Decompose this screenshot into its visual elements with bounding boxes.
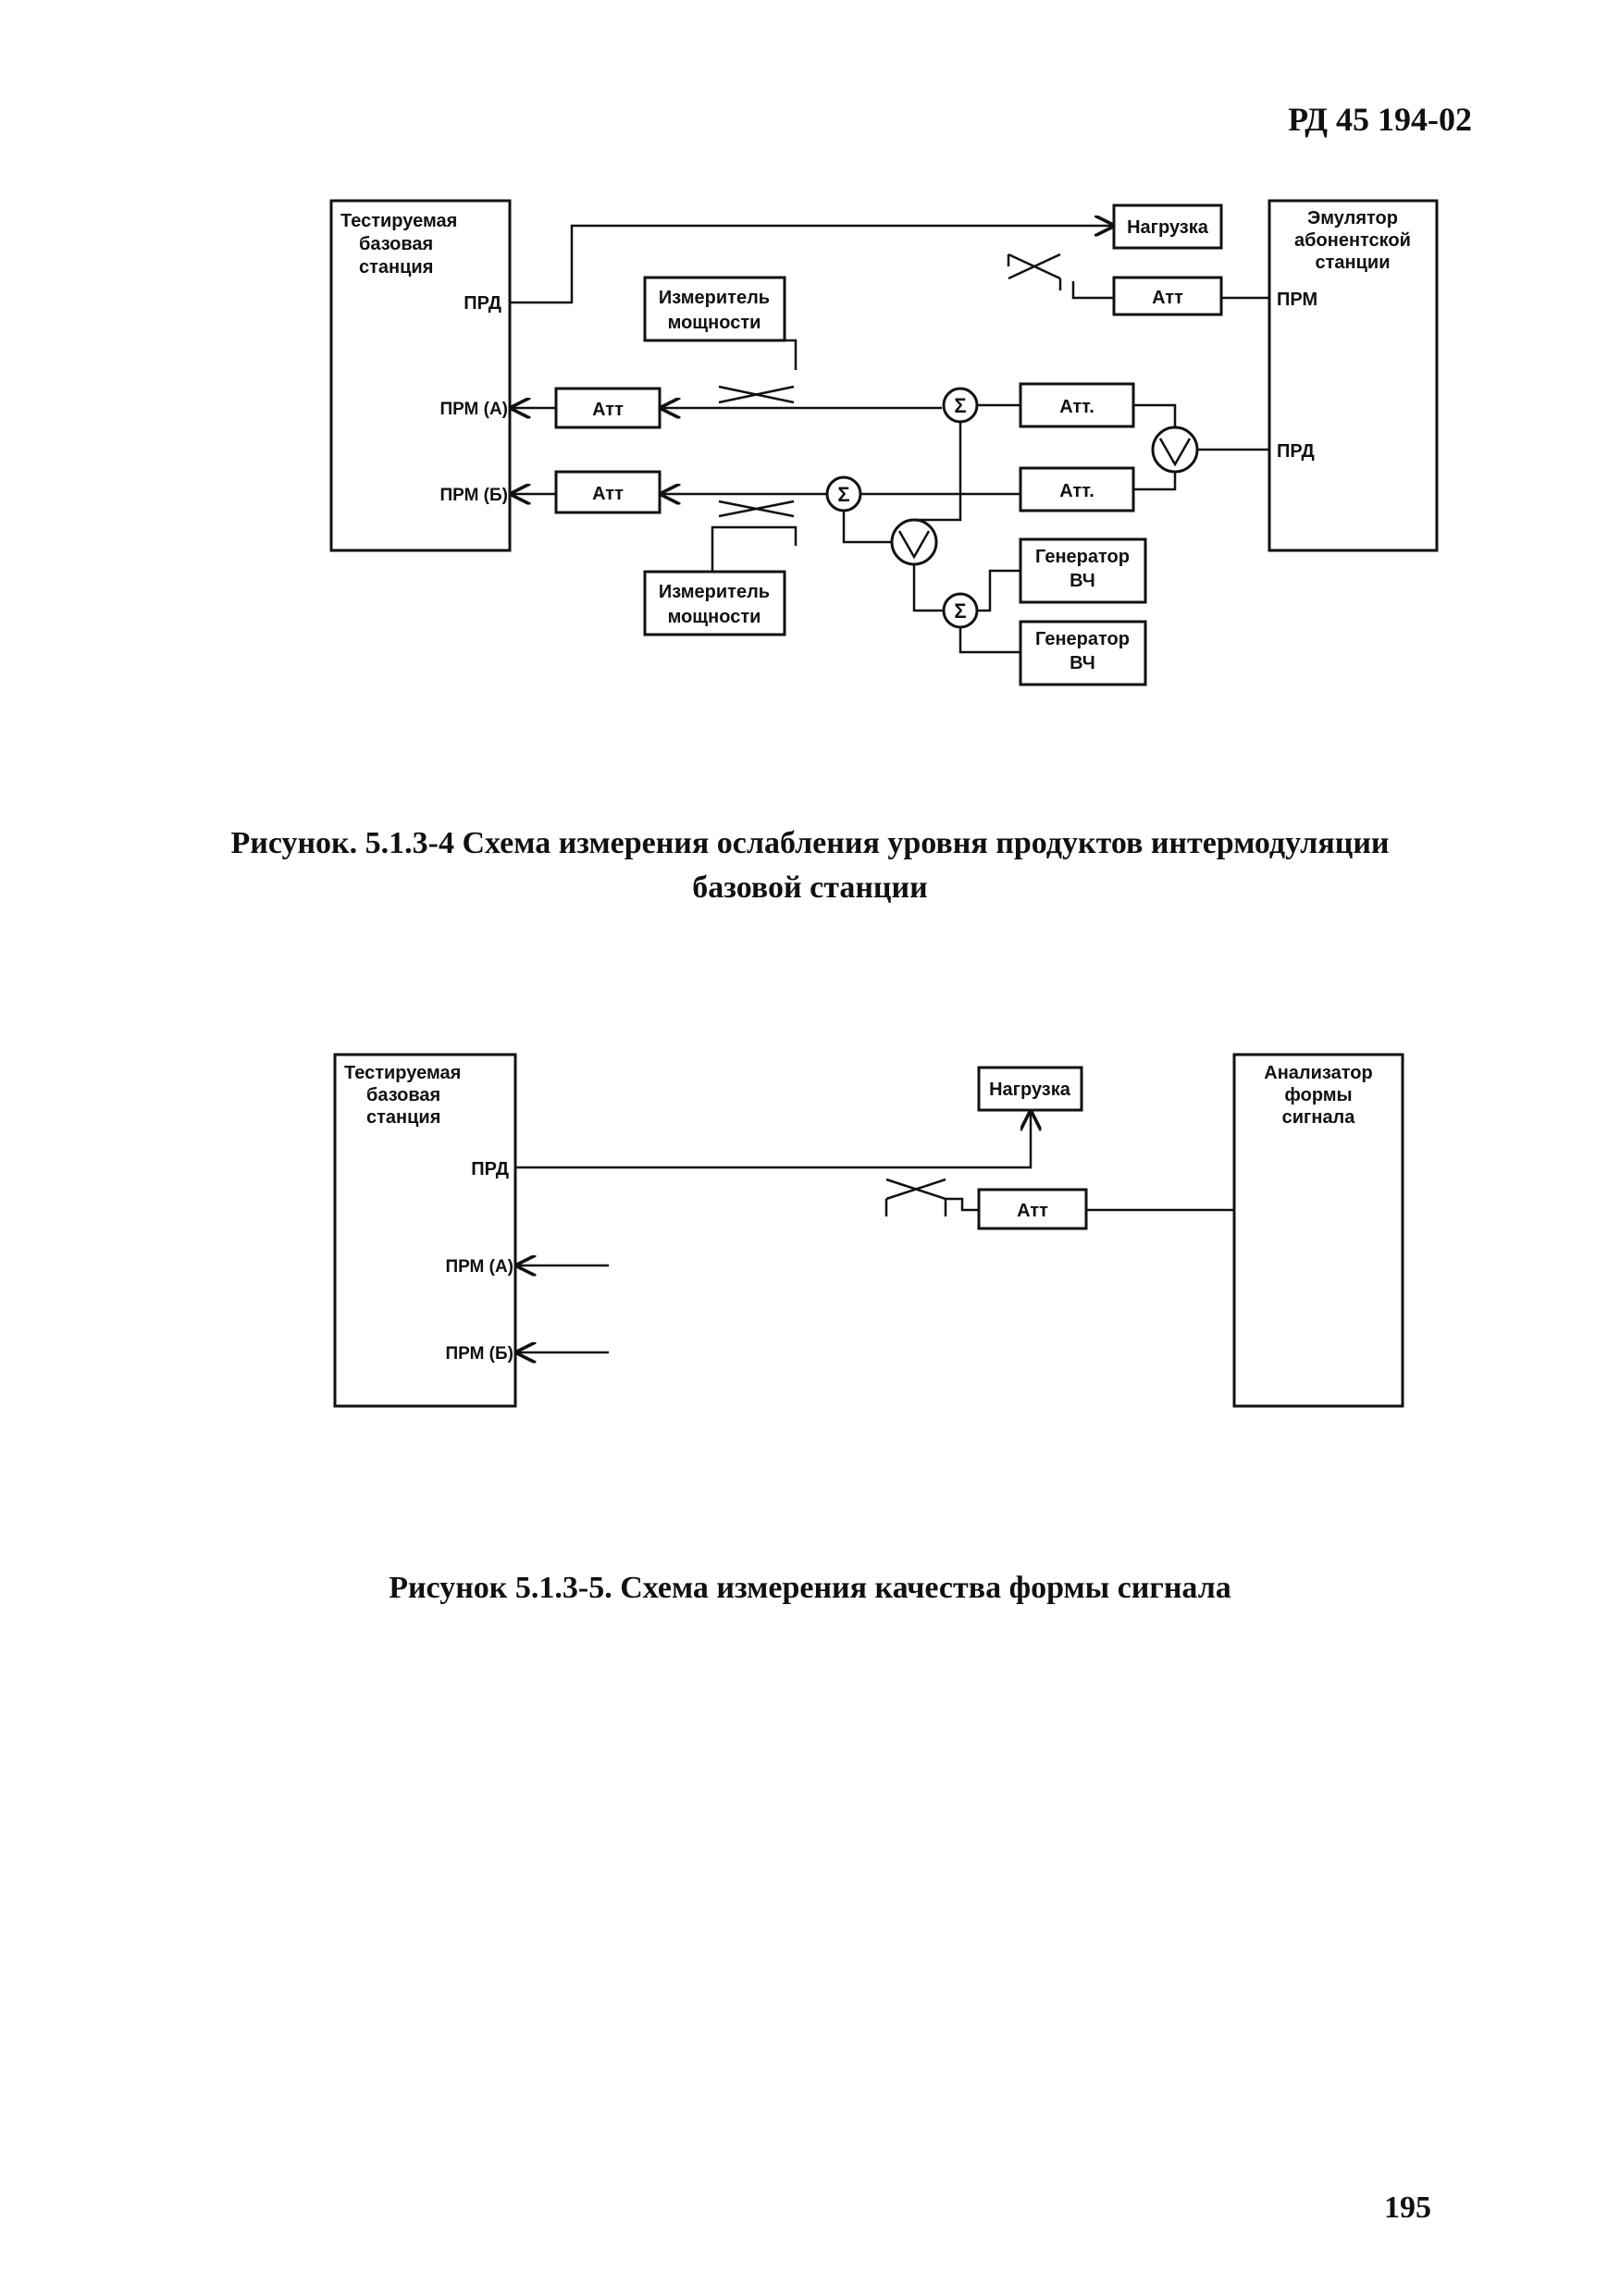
fig2-analyzer-line-2: формы xyxy=(1284,1085,1352,1105)
fig2-analyzer-line-1: Анализатор xyxy=(1264,1063,1372,1083)
att-label-lower-right: Атт. xyxy=(1059,481,1094,501)
line-bs-tx-to-load xyxy=(510,226,1113,304)
att-label-emulator-rx: Атт xyxy=(1152,288,1183,308)
figure-2-caption-line: Рисунок 5.1.3-5. Схема измерения качеств… xyxy=(389,1571,1231,1605)
emulator-title-line-1: Эмулятор xyxy=(1307,208,1398,228)
fig2-bs-port-rx-b-label: ПРМ (Б) xyxy=(446,1344,514,1364)
emulator-title-line-3: станции xyxy=(1315,253,1390,273)
fig2-analyzer-line-3: сигнала xyxy=(1282,1107,1356,1128)
fig2-bs-title-line-1: Тестируемая xyxy=(344,1063,461,1083)
generator-2-line-2: ВЧ xyxy=(1070,653,1095,673)
att-block-emulator-rx xyxy=(1112,276,1223,316)
figure-2-caption: Рисунок 5.1.3-5. Схема измерения качеств… xyxy=(0,1566,1620,1611)
bs-title-line-2: базовая xyxy=(359,234,433,254)
figure-1-caption-line-2: базовой станции xyxy=(692,870,928,905)
summer-generators-symbol: Σ xyxy=(954,599,966,623)
figure-1-caption-line-1: Рисунок. 5.1.3-4 Схема измерения ослабле… xyxy=(230,826,1390,860)
power-meter-bottom-line-2: мощности xyxy=(668,607,761,627)
att-label-rx-b: Атт xyxy=(592,484,624,504)
figure-1-caption: Рисунок. 5.1.3-4 Схема измерения ослабле… xyxy=(0,821,1620,910)
bs-port-rx-a-label: ПРМ (А) xyxy=(439,400,508,419)
emulator-port-tx-label: ПРД xyxy=(1277,441,1315,462)
bs-title-line-3: станция xyxy=(359,257,433,278)
summer-lower-symbol: Σ xyxy=(837,483,849,506)
generator-1-line-1: Генератор xyxy=(1035,547,1130,567)
load-label: Нагрузка xyxy=(1127,217,1209,238)
fig2-analyzer-block xyxy=(1232,1053,1404,1408)
fig2-att-label: Атт xyxy=(1017,1201,1048,1221)
fig2-bs-port-tx-label: ПРД xyxy=(471,1159,509,1179)
page-number: 195 xyxy=(1384,2191,1431,2225)
bs-title-line-1: Тестируемая xyxy=(340,211,457,231)
emulator-title-line-2: абонентской xyxy=(1294,230,1411,251)
bs-port-tx-label: ПРД xyxy=(464,293,501,314)
fig2-bs-title-line-2: базовая xyxy=(366,1085,440,1105)
fig2-bs-port-rx-a-label: ПРМ (А) xyxy=(445,1257,513,1277)
subscriber-emulator-block xyxy=(1268,199,1439,552)
fig2-load-label: Нагрузка xyxy=(989,1080,1071,1100)
document-code: РД 45 194-02 xyxy=(1288,101,1472,138)
att-label-rx-a: Атт xyxy=(592,400,624,420)
base-station-block xyxy=(329,199,512,552)
power-meter-top-line-1: Измеритель xyxy=(659,288,770,308)
power-meter-top-line-2: мощности xyxy=(668,313,761,333)
bs-port-rx-b-label: ПРМ (Б) xyxy=(440,486,509,505)
figure-2-diagram: Тестируемая базовая станция ПРД ПРМ (А) … xyxy=(333,1053,1404,1408)
fig2-bs-title-line-3: станция xyxy=(366,1107,440,1128)
figure-1-diagram: Тестируемая базовая станция ПРД ПРМ (А) … xyxy=(329,199,1439,686)
power-meter-block-bottom xyxy=(643,570,786,636)
fig2-base-station-block xyxy=(333,1053,517,1408)
generator-2-line-1: Генератор xyxy=(1035,629,1130,649)
generator-1-line-2: ВЧ xyxy=(1070,571,1095,591)
summer-upper-symbol: Σ xyxy=(954,394,966,417)
att-label-upper-right: Атт. xyxy=(1059,397,1094,417)
emulator-port-rx-label: ПРМ xyxy=(1277,290,1317,310)
power-meter-bottom-line-1: Измеритель xyxy=(659,582,770,602)
fig2-line-bs-tx-to-load xyxy=(515,1112,1031,1169)
